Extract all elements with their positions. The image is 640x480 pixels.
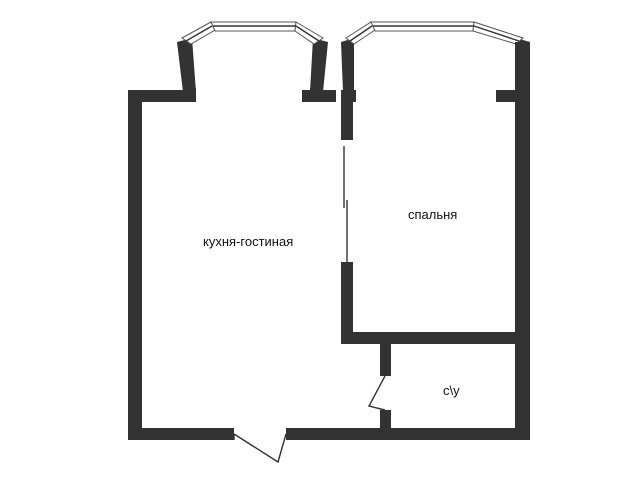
outer-walls [128, 42, 530, 440]
room-label-bedroom: спальня [408, 207, 458, 222]
entrance-door [233, 433, 287, 464]
bay-window-right [341, 21, 530, 92]
room-label-bathroom: с\у [443, 383, 460, 398]
bathroom-door [367, 375, 386, 411]
bay-window-left [177, 21, 328, 92]
room-label-living: кухня-гостиная [203, 234, 294, 249]
interior-walls [341, 90, 530, 440]
